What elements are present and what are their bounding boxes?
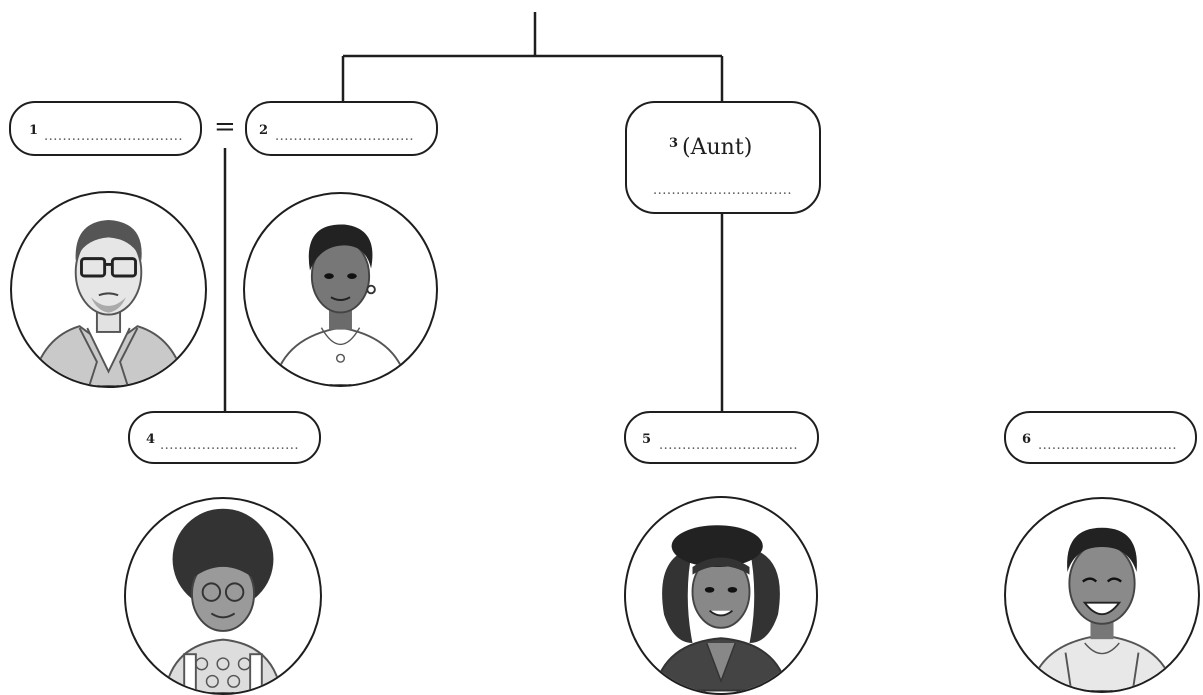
blank-line-3[interactable]: ..............................: [653, 183, 792, 198]
member-number-2: 2: [259, 123, 269, 138]
aunt-label: 3(Aunt): [669, 135, 752, 160]
member-number-3: 3: [669, 136, 679, 151]
blank-line-5[interactable]: ..............................: [659, 438, 798, 453]
name-box-4[interactable]: 4 ..............................: [128, 411, 321, 464]
young-woman-beret-portrait: [624, 496, 818, 695]
blank-line-4[interactable]: ..............................: [160, 438, 299, 453]
member-number-4: 4: [146, 432, 156, 447]
blank-line-6[interactable]: ..............................: [1038, 438, 1177, 453]
name-box-2[interactable]: 2 ..............................: [245, 101, 438, 156]
marriage-symbol: =: [214, 112, 236, 142]
member-number-5: 5: [642, 432, 652, 447]
blank-line-1[interactable]: ..............................: [44, 129, 183, 144]
boy-smiling-portrait: [1004, 497, 1200, 693]
member-number-1: 1: [29, 123, 39, 138]
woman-short-hair-portrait: [243, 192, 438, 387]
man-with-glasses-portrait: [10, 191, 207, 388]
name-box-1[interactable]: 1 ..............................: [9, 101, 202, 156]
member-number-6: 6: [1022, 432, 1032, 447]
name-box-5[interactable]: 5 ..............................: [624, 411, 819, 464]
name-box-6[interactable]: 6 ..............................: [1004, 411, 1197, 464]
girl-afro-portrait: [124, 497, 322, 695]
name-box-3[interactable]: 3(Aunt) ..............................: [625, 101, 821, 214]
role-text-3: (Aunt): [682, 135, 753, 160]
blank-line-2[interactable]: ..............................: [275, 129, 414, 144]
